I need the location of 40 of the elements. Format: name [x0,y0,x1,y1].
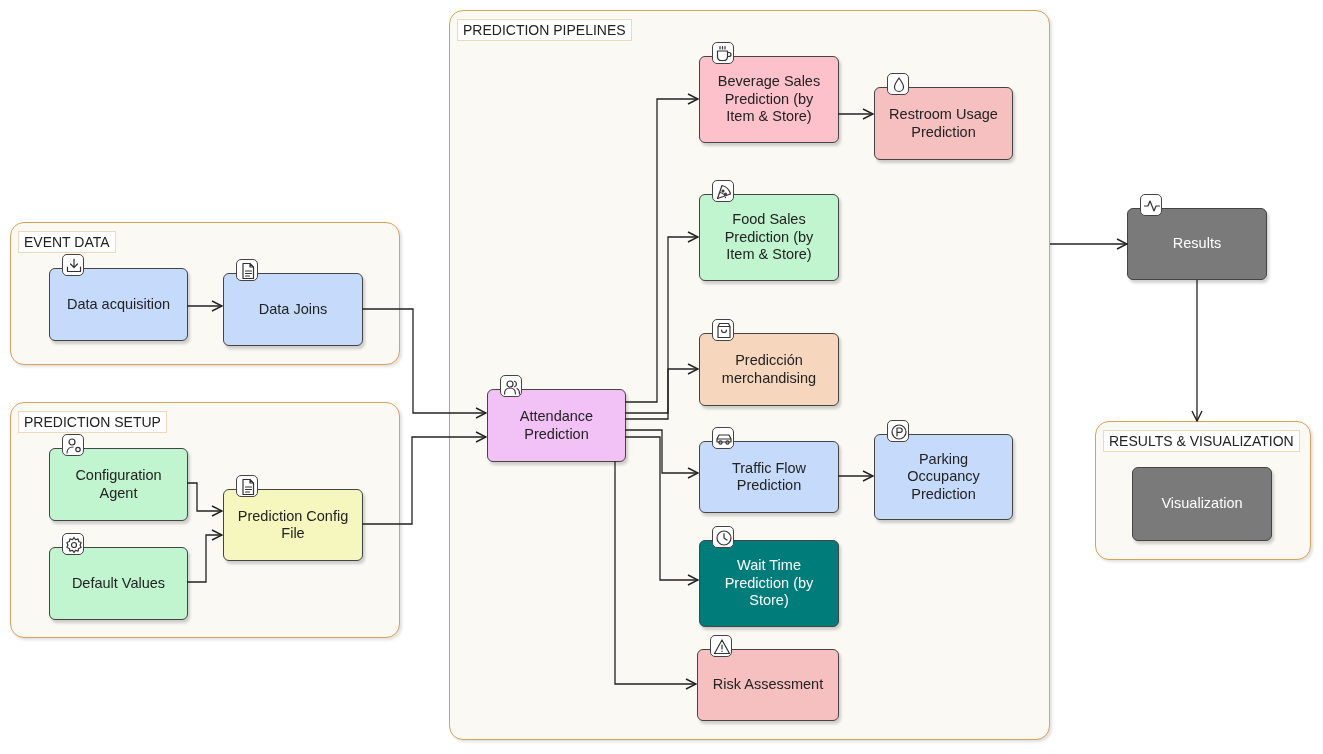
box-label: Data acquisition [65,295,172,314]
group-panel [1095,421,1311,560]
process-box [1132,467,1272,541]
box-label: Data Joins [257,300,329,319]
box-label: Attendance Prediction [518,408,595,443]
arrow [624,231,699,414]
arrow [624,429,699,479]
box-label: Configuration Agent [74,467,163,502]
arrow [186,529,223,583]
box-label: Results [1171,235,1223,253]
box-label: Traffic Flow Prediction [730,459,808,495]
arrow [186,300,223,312]
arrow [624,436,699,586]
arrow [1049,238,1128,250]
arrow [624,93,699,403]
box-label: Food Sales Prediction (by Item & Store) [723,211,815,264]
group-panel [10,402,400,638]
box-label: Visualization [1160,495,1244,513]
box-label: Predicción merchandising [720,352,818,387]
box-label: Parking Occupancy Prediction [906,450,981,504]
box-label: Prediction Config File [236,507,350,543]
group-title: EVENT DATA [18,231,116,253]
group-panel [449,10,1050,740]
group-panel [10,222,400,365]
arrow [614,460,697,690]
group-title: PREDICTION PIPELINES [457,19,632,41]
arrow [624,363,699,420]
box-label: Risk Assessment [711,676,825,694]
arrow [837,108,874,120]
group-title: PREDICTION SETUP [18,411,167,433]
box-label: Restroom Usage Prediction [888,106,999,141]
arrow [361,431,487,525]
group-title: RESULTS & VISUALIZATION [1103,430,1300,452]
box-label: Default Values [70,574,167,593]
box-label: Wait Time Prediction (by Store) [723,557,815,610]
arrow [361,308,487,419]
arrow [837,470,874,482]
box-label: Beverage Sales Prediction (by Item & Store) [716,73,822,126]
arrow [186,482,223,517]
arrow [1191,279,1203,422]
